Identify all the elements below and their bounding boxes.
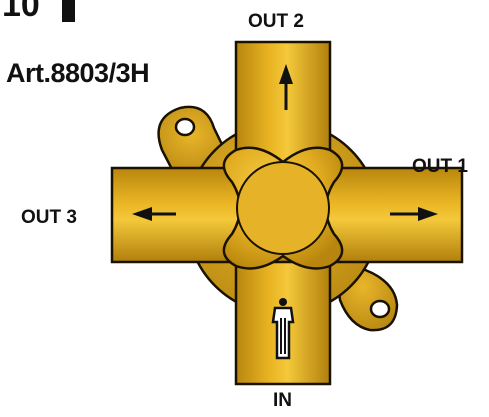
label-out3: OUT 3 xyxy=(21,207,77,228)
label-in: IN xyxy=(273,390,292,411)
page-number: 10 xyxy=(2,0,40,24)
page-number-bar xyxy=(62,0,75,22)
model-code: Art.8803/3H xyxy=(6,58,150,88)
arrow-out1-icon xyxy=(390,207,438,221)
arrow-out3-icon xyxy=(132,207,176,221)
inlet-person-bar-icon xyxy=(271,298,295,360)
arrow-out2-icon xyxy=(279,64,293,110)
label-out1: OUT 1 xyxy=(412,156,468,177)
label-out2: OUT 2 xyxy=(248,11,304,32)
center-bonnet xyxy=(236,161,330,255)
